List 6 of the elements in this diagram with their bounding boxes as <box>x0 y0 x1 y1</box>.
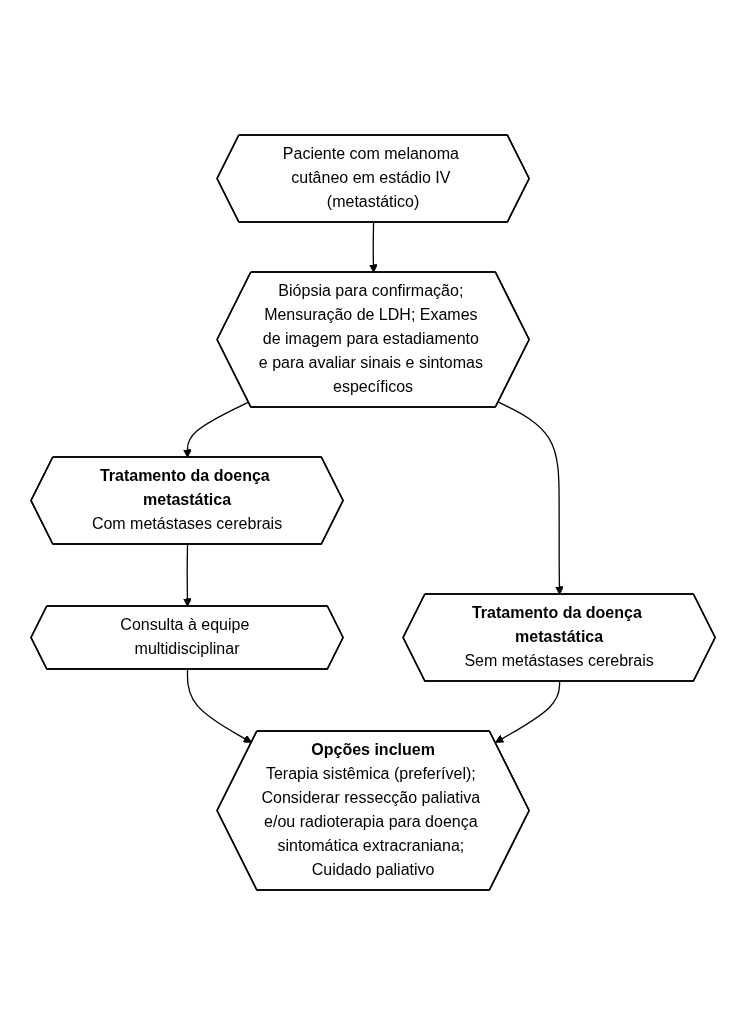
arrow <box>187 668 253 743</box>
arrow <box>183 401 250 458</box>
arrow <box>183 543 193 607</box>
arrow <box>495 680 561 743</box>
arrow <box>498 401 565 595</box>
arrow <box>369 221 379 273</box>
